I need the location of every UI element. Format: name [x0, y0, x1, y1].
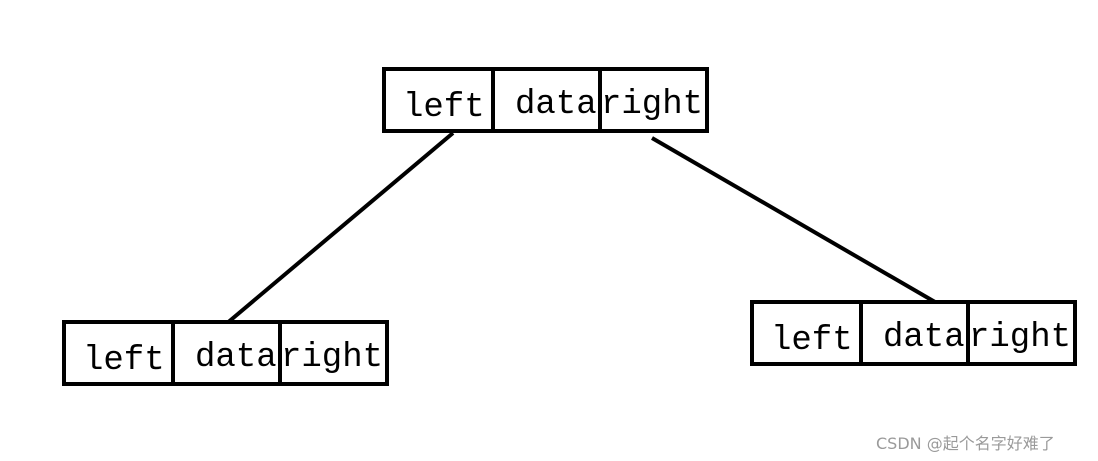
left-child-node-data-label: data — [195, 339, 277, 377]
right-child-node-left-label: left — [771, 322, 853, 360]
csdn-watermark: CSDN @起个名字好难了 — [876, 434, 1055, 453]
root-node-right-label: right — [601, 86, 703, 124]
right-child-node-right-label: right — [969, 319, 1071, 357]
left-child-node-box — [62, 320, 389, 386]
edge-root-to-right-child — [650, 136, 937, 304]
root-node: left data right — [382, 67, 709, 133]
right-child-node-data-label: data — [883, 319, 965, 357]
left-child-node-right-label: right — [281, 339, 383, 377]
edge-root-to-left-child — [224, 131, 455, 326]
root-node-box — [382, 67, 709, 133]
root-node-data-label: data — [515, 86, 597, 124]
left-child-node-left-label: left — [83, 342, 165, 380]
root-node-left-label: left — [403, 89, 485, 127]
right-child-node-box — [750, 300, 1077, 366]
right-child-node: left data right — [750, 300, 1077, 366]
left-child-node: left data right — [62, 320, 389, 386]
